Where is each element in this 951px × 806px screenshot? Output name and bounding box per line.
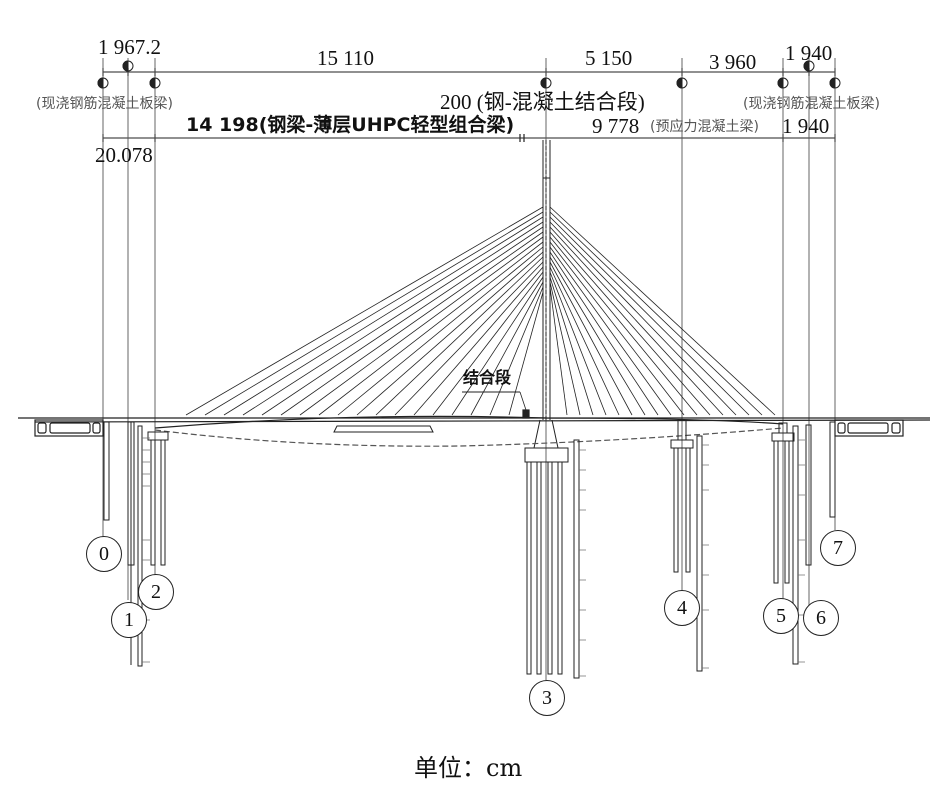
unit-label: 单位：cm	[414, 754, 523, 782]
bearing-symbols	[97, 60, 841, 89]
pier-number-4: 4	[664, 590, 700, 626]
pier-number-2: 2	[138, 574, 174, 610]
pier-number-0: 0	[86, 536, 122, 572]
dim-5150: 5 150	[585, 46, 633, 70]
dim-3960: 3 960	[709, 50, 757, 74]
dim-14198-composite-girder: 14 198(钢梁-薄层UHPC轻型组合梁)	[186, 114, 515, 136]
dim-20-078: 20.078	[95, 143, 153, 167]
approach-girder-left	[34, 419, 104, 437]
approach-girder-right	[834, 419, 904, 437]
pier-2-piles	[147, 431, 169, 566]
pier-axis-lines	[102, 58, 836, 680]
dim-1940-second: 1 940	[782, 114, 830, 138]
note-left-slab: (现浇钢筋混凝土板梁)	[36, 96, 173, 112]
pier-7-pile	[829, 421, 836, 518]
pier-number-6: 6	[803, 600, 839, 636]
stay-cables-left	[185, 206, 544, 416]
bridge-deck	[18, 409, 931, 447]
dim-9778: 9 778	[592, 114, 640, 138]
dim-15110: 15 110	[317, 46, 374, 70]
pier-number-5: 5	[763, 598, 799, 634]
joint-segment-label: 结合段	[463, 368, 512, 387]
note-prestressed: (预应力混凝土梁)	[650, 119, 759, 135]
dim-1967-2: 1 967.2	[98, 35, 161, 59]
pier-5-foundation	[771, 422, 799, 665]
note-transition-segment: 200 (钢-混凝土结合段)	[440, 90, 645, 114]
pier-number-7: 7	[820, 530, 856, 566]
dim-1940-top: 1 940	[785, 41, 833, 65]
pier-4-foundation	[670, 419, 703, 672]
soil-layer-ticks	[142, 437, 805, 677]
stay-cables-right	[549, 206, 776, 416]
pier-number-1: 1	[111, 602, 147, 638]
note-right-slab: (现浇钢筋混凝土板梁)	[743, 96, 880, 112]
pier-6-foundation	[805, 424, 812, 566]
pier-3-foundation	[524, 439, 580, 679]
pier-number-3: 3	[529, 680, 565, 716]
pier-0-pile	[103, 421, 110, 521]
